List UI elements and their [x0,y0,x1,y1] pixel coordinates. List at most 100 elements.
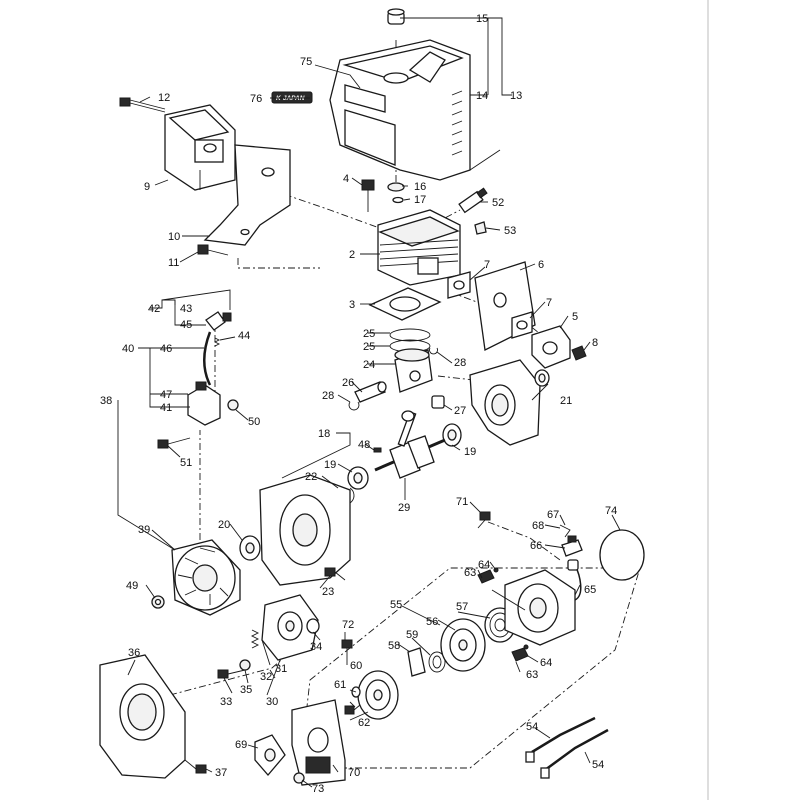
spark-plug-cap [205,311,232,331]
circlip-right [429,347,438,355]
cylinder-bolt [361,179,375,212]
hub-nut [293,772,305,784]
ratchet-pawl [407,647,426,677]
label-44: 44 [238,330,250,342]
label-56: 56 [426,616,438,628]
label-63a: 63 [464,567,476,579]
label-37: 37 [215,767,227,779]
label-3: 3 [349,299,355,311]
label-23: 23 [322,586,334,598]
label-12: 12 [158,92,170,104]
label-70: 70 [348,767,360,779]
label-66: 66 [530,540,542,552]
label-24: 24 [363,359,375,371]
decal: K-JAPAN [271,91,313,104]
label-50: 50 [248,416,260,428]
label-63b: 63 [526,669,538,681]
shield-screw [197,244,229,256]
label-11: 11 [168,257,179,269]
circlip-left [348,401,360,411]
muffler-bolt [119,97,166,113]
decal-text: K-JAPAN [276,95,305,102]
ratchet-spring [428,651,446,673]
label-10: 10 [168,231,180,243]
carb-nut [571,345,587,361]
label-48: 48 [358,439,370,451]
label-13: 13 [510,90,522,102]
rope-handle [561,535,583,557]
handle-pin [567,559,579,571]
label-7a: 7 [484,259,490,271]
clutch-housing [99,654,186,779]
part-labels: 15 14 13 75 76 12 9 10 11 4 16 17 2 52 5… [100,13,617,795]
clutch-spring [250,629,260,649]
label-68: 68 [532,520,544,532]
clutch-spacer [239,659,251,671]
starter-cup-screw [344,704,361,715]
label-35: 35 [240,684,252,696]
label-41: 41 [160,402,172,414]
label-60: 60 [350,660,362,672]
spark-plug [458,187,488,214]
heat-shield [203,144,291,246]
label-36: 36 [128,647,140,659]
fuel-hoses [525,716,609,779]
label-22: 22 [305,471,317,483]
cap-spring [213,337,221,347]
ignition-coil [187,381,221,426]
label-69: 69 [235,739,247,751]
label-18: 18 [318,428,330,440]
label-61: 61 [334,679,346,691]
pawl-pin-lower [523,644,529,650]
label-45: 45 [180,319,192,331]
coil-spacer [227,399,239,411]
recoil-cover [329,39,501,181]
label-62: 62 [358,717,370,729]
label-54b: 54 [592,759,604,771]
clutch-bolt [217,669,246,679]
label-29: 29 [398,502,410,514]
starter-bolt [341,639,353,665]
muffler [164,104,236,191]
label-30: 30 [266,696,278,708]
label-9: 9 [144,181,150,193]
crankcase-left [259,474,351,586]
washer [392,196,404,204]
label-38: 38 [100,395,112,407]
starter-housing [291,699,346,786]
label-75: 75 [300,56,312,68]
label-55: 55 [390,599,402,611]
label-27: 27 [454,405,466,417]
label-6: 6 [538,259,544,271]
label-28b: 28 [322,390,334,402]
intake-gasket-upper [447,271,471,299]
label-39: 39 [138,524,150,536]
label-65: 65 [584,584,596,596]
label-17: 17 [414,194,426,206]
label-64b: 64 [540,657,552,669]
pawl-lower [511,647,529,662]
woodruff-key [373,447,382,453]
label-19a: 19 [464,446,476,458]
label-19b: 19 [324,459,336,471]
intake-gasket-lower [511,311,533,339]
label-72: 72 [342,619,354,631]
plug-clip [474,221,487,235]
label-42: 42 [148,303,160,315]
pawl-upper [477,569,495,584]
cover-vent-ribs [451,90,463,156]
label-74: 74 [605,505,617,517]
label-28a: 28 [454,357,466,369]
label-67: 67 [547,509,559,521]
insulator-plate [474,261,536,351]
rope-knot-clip [559,524,571,538]
cylinder-base-gasket [368,287,442,321]
label-64a: 64 [478,559,490,571]
label-33: 33 [220,696,232,708]
label-59: 59 [406,629,418,641]
label-51: 51 [180,457,192,469]
label-40: 40 [122,343,134,355]
label-15: 15 [476,13,488,25]
piston-pin [354,381,387,403]
piston [394,348,433,393]
